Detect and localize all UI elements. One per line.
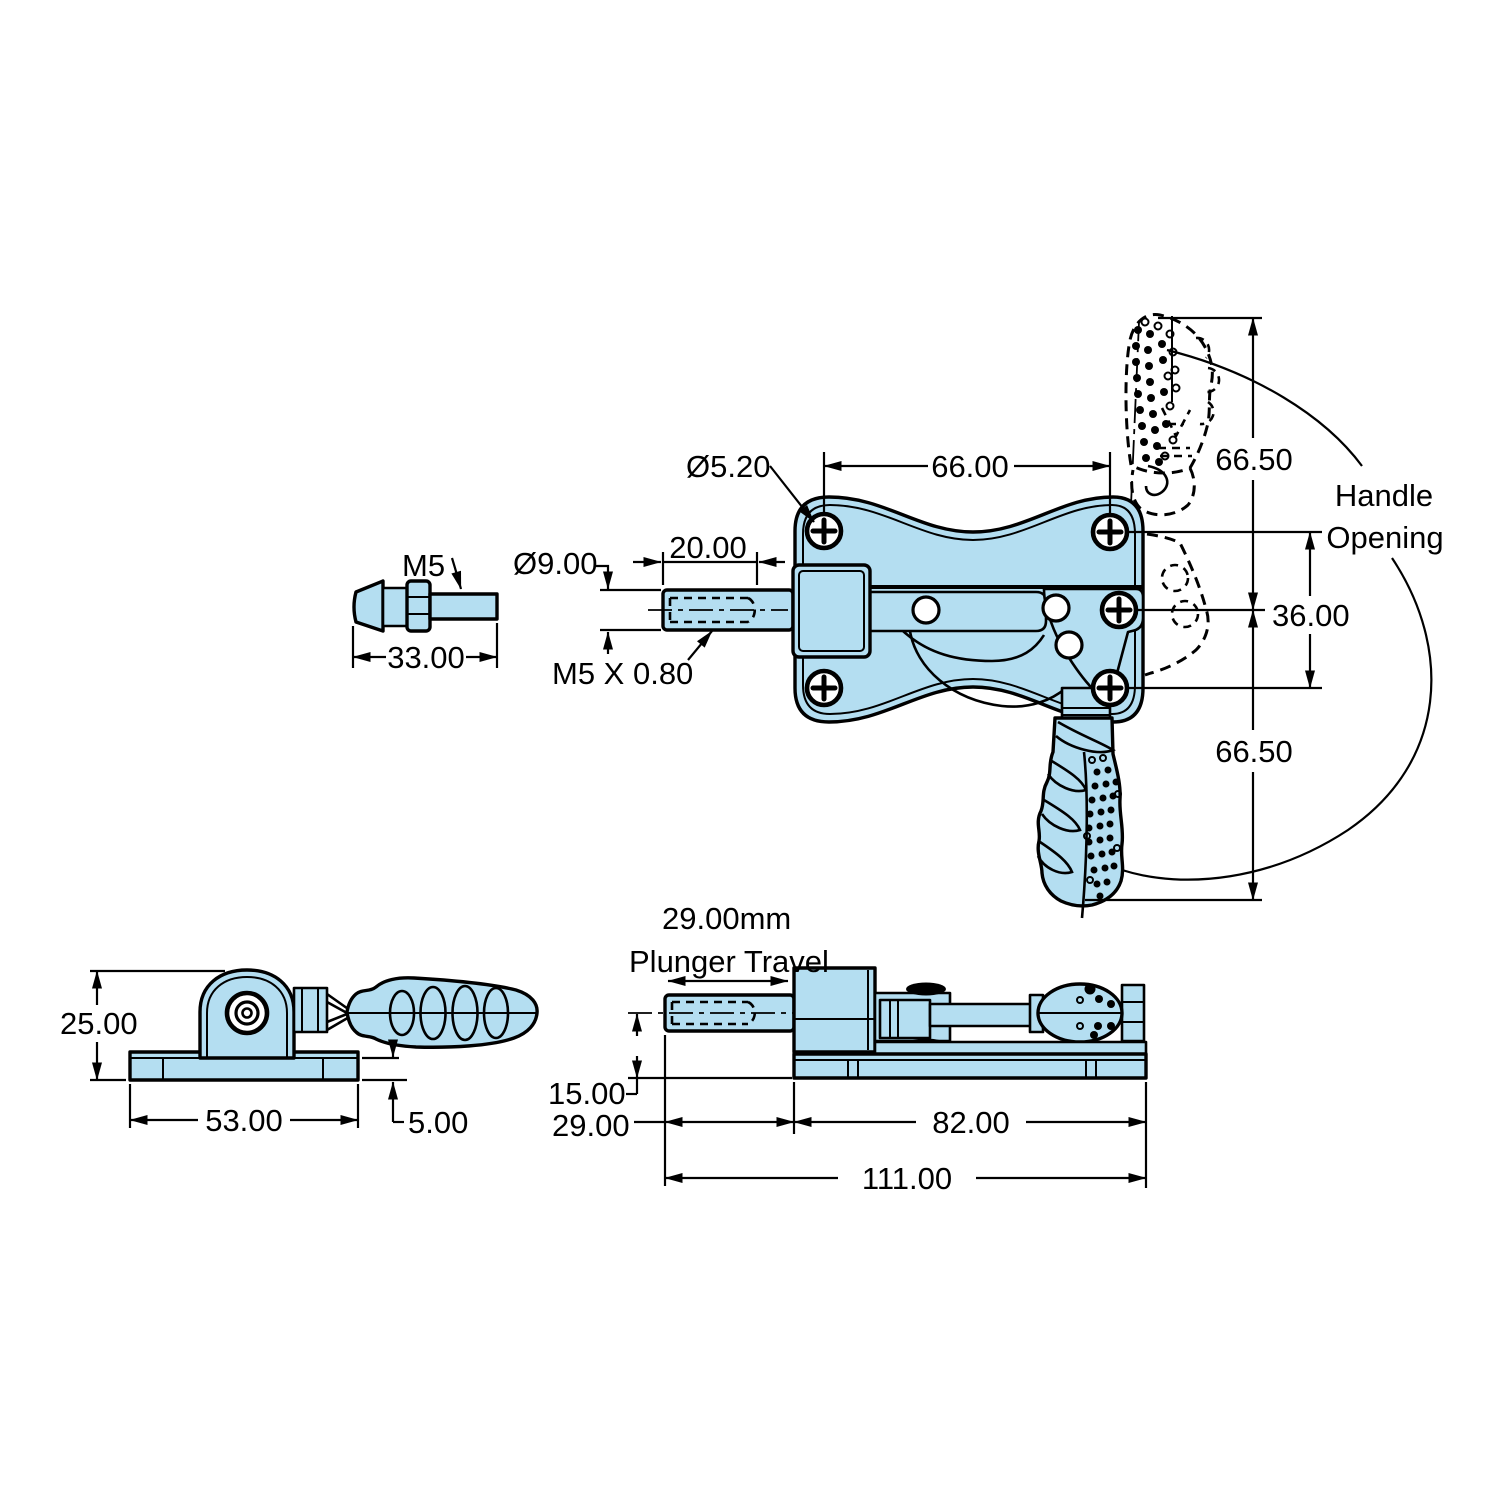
dim-hole-dia-label: Ø5.20: [686, 449, 770, 484]
screw-bottom-right: [1090, 668, 1130, 708]
slide-bar-hole: [911, 595, 941, 625]
mounting-screws: [804, 511, 1139, 708]
screw-pivot: [1099, 590, 1139, 630]
travel-label-line1: 29.00mm: [662, 901, 791, 936]
handle-open-dashed: [1124, 312, 1221, 677]
top-view-base-plate: [792, 1052, 1148, 1080]
handle-closed-grip-dots: [1085, 766, 1120, 900]
dim-base-length: 53.00: [128, 1084, 360, 1138]
top-view-knob: [1036, 982, 1124, 1044]
dim-base-length-label: 53.00: [205, 1103, 283, 1138]
handle-open-grip-dots: [1132, 326, 1170, 466]
dim-thread-depth: 20.00: [633, 530, 785, 585]
dim-handle-closed-height-label: 66.50: [1215, 734, 1293, 769]
dim-plunger-dia-label: Ø9.00: [513, 546, 597, 581]
dim-handle-open-height: 66.50: [1158, 316, 1293, 611]
dim-base-thickness-label: 5.00: [408, 1105, 468, 1140]
handle-opening-annotation: Handle Opening: [1121, 348, 1444, 881]
side-view-pivot-inner: [241, 1007, 253, 1019]
plunger-guide-block: [791, 563, 872, 659]
side-view-pivot-middle: [234, 1000, 260, 1026]
dim-plunger-extension: 29.00: [552, 1035, 796, 1186]
slide-bar: [868, 590, 1048, 633]
dim-thread-spec: M5 X 0.80: [552, 630, 713, 691]
dim-plunger-diameter: Ø9.00: [513, 546, 661, 654]
handle-opening-label-line1: Handle: [1335, 478, 1433, 513]
handle-opening-arc-lower: [1121, 557, 1433, 881]
dim-base-thickness: 5.00: [362, 1039, 468, 1140]
handle-opening-arc-upper: [1166, 348, 1363, 467]
dim-spindle-length: 33.00: [351, 623, 499, 675]
dim-side-height-label: 25.00: [60, 1006, 138, 1041]
top-view-handle-rod: [928, 1002, 1040, 1028]
travel-label-line2: Plunger Travel: [629, 944, 829, 979]
dim-handle-closed-height: 66.50: [1085, 608, 1293, 902]
dim-body-length-label: 82.00: [932, 1105, 1010, 1140]
top-view-plunger: [628, 993, 800, 1033]
side-view-handle: [345, 976, 539, 1049]
handle-closed-grip-open-dots: [1083, 754, 1122, 884]
dim-hole-spacing-label: 66.00: [931, 449, 1009, 484]
spindle-detail-view: M5 33.00: [351, 548, 499, 675]
handle-opening-label-line2: Opening: [1326, 520, 1443, 555]
dim-plunger-extension-label: 29.00: [552, 1108, 630, 1143]
top-view-block: [792, 966, 877, 1054]
handle-open-grip-open-dots: [1140, 317, 1181, 461]
top-view: 29.00mm Plunger Travel 15.00 29.00 82.00: [548, 901, 1148, 1196]
screw-bottom-left: [804, 668, 844, 708]
plunger-travel-annotation: 29.00mm Plunger Travel: [629, 901, 829, 986]
dim-pivot-spacing: 36.00: [1128, 530, 1350, 690]
screw-top-right: [1090, 512, 1130, 552]
front-view: Ø5.20 66.00 66.50 66.50: [513, 312, 1444, 919]
spindle-thread-leader: [450, 557, 463, 590]
dim-pivot-spacing-label: 36.00: [1272, 598, 1350, 633]
lever-contour-upper: [902, 630, 1046, 663]
dim-mounting-hole-diameter: Ø5.20: [686, 449, 815, 523]
side-view-linkage: [292, 986, 352, 1034]
link-plate-hole-1: [1041, 593, 1071, 623]
dim-side-height: 25.00: [60, 969, 225, 1082]
spindle-thread-label: M5: [402, 548, 445, 583]
dim-hole-spacing: 66.00: [822, 449, 1112, 513]
screw-top-left: [804, 511, 844, 551]
handle-closed: [1036, 686, 1125, 919]
lever-contour-lower: [908, 630, 1067, 708]
dim-overall-length: 111.00: [664, 1161, 1147, 1196]
dim-handle-open-height-label: 66.50: [1215, 442, 1293, 477]
dim-thread-spec-label: M5 X 0.80: [552, 656, 693, 691]
dim-overall-length-label: 111.00: [862, 1161, 952, 1196]
dim-body-length: 82.00: [793, 1082, 1148, 1188]
dim-center-height-label: 15.00: [548, 1076, 626, 1111]
dim-spindle-length-label: 33.00: [387, 640, 465, 675]
plunger-assembly: [648, 563, 872, 659]
clamp-body-plate-inner-edge: [802, 503, 1136, 716]
dim-center-height: 15.00: [548, 1013, 792, 1111]
spindle-bolt: [352, 579, 499, 633]
link-plate-hole-2: [1054, 630, 1084, 660]
top-view-grip-rings: [1120, 983, 1146, 1043]
dim-thread-depth-label: 20.00: [669, 530, 747, 565]
side-view: 25.00 53.00 5.00: [60, 968, 539, 1140]
